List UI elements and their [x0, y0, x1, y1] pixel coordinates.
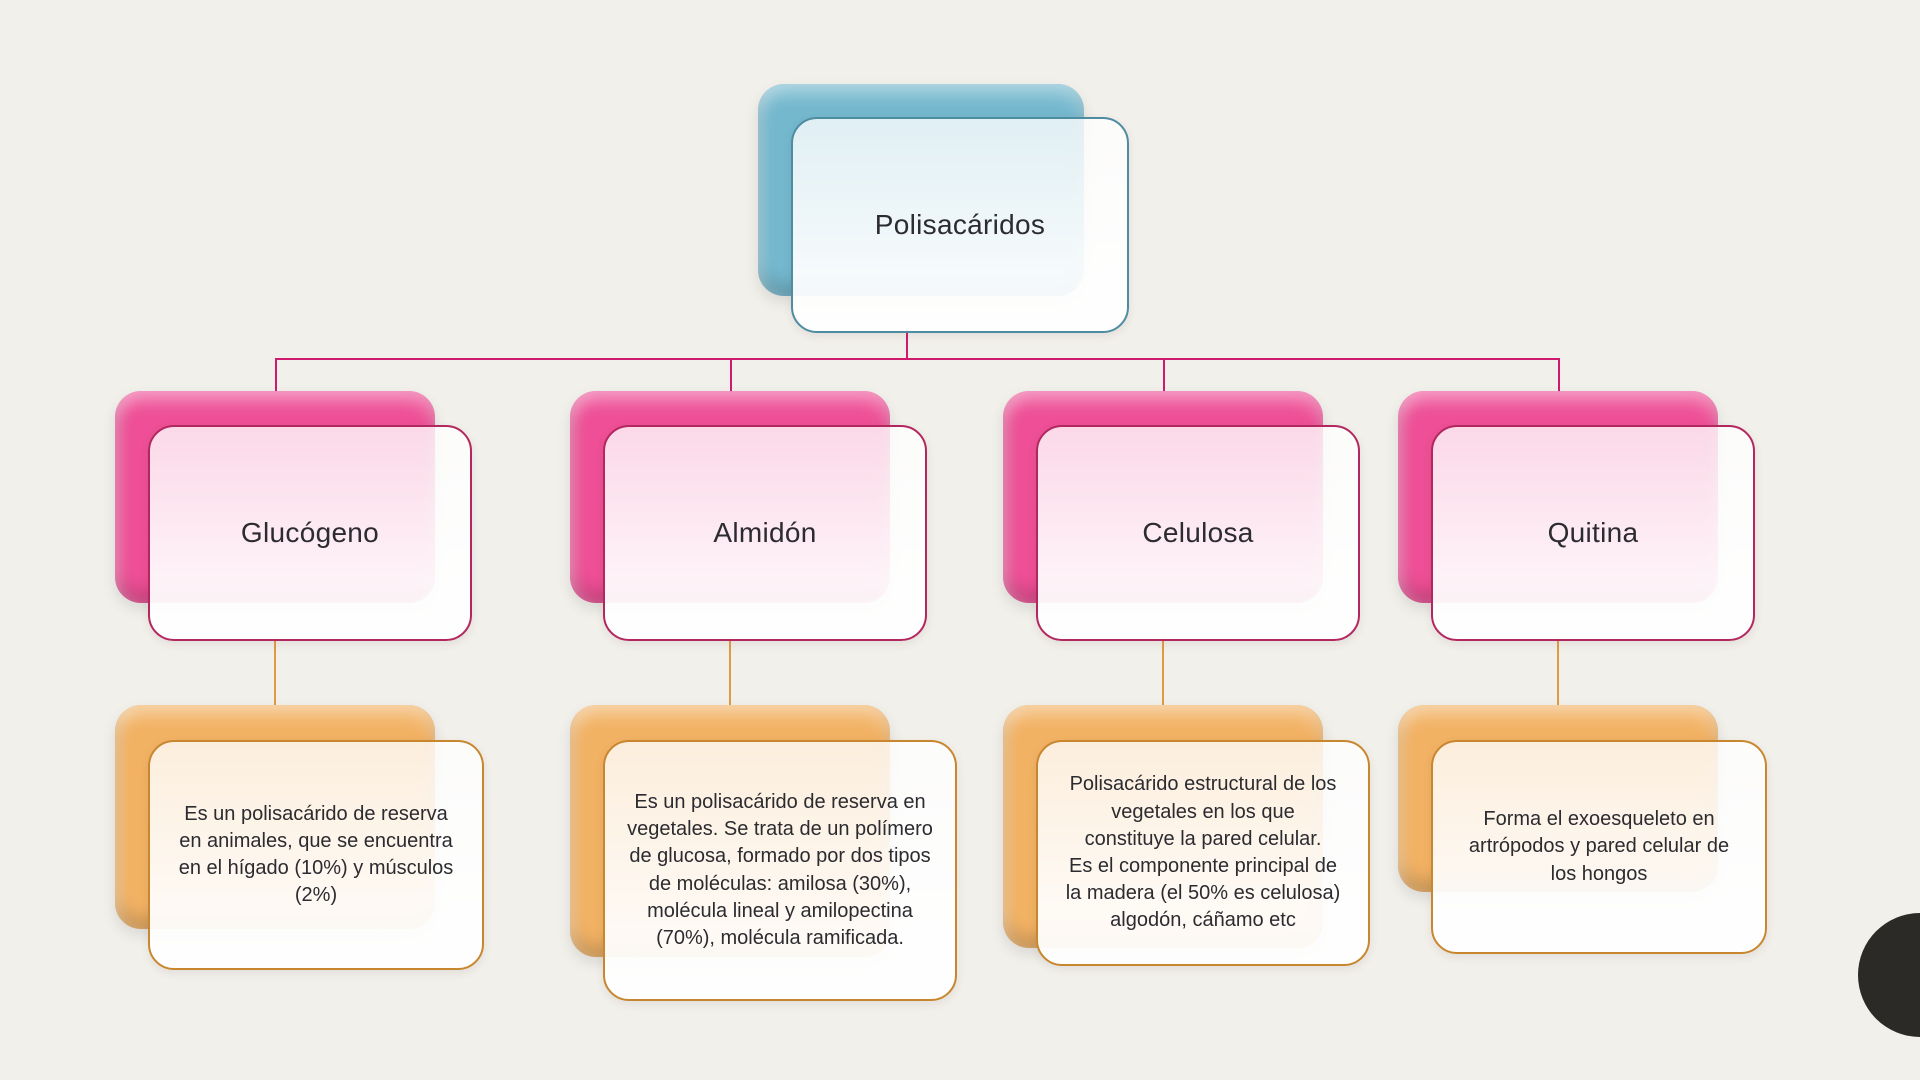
description-quitina: Forma el exoesqueleto en artrópodos y pa…: [1468, 808, 1730, 885]
connector-desc-celulosa: [1162, 637, 1164, 707]
node-desc-celulosa-card: Polisacárido estructural de los vegetale…: [1036, 740, 1370, 966]
connector-desc-almidon: [729, 637, 731, 707]
node-polisacaridos: Polisacáridos: [758, 84, 1129, 333]
description-celulosa: Polisacárido estructural de los vegetale…: [1065, 773, 1341, 932]
description-almidon: Es un polisacárido de reserva en vegetal…: [627, 790, 933, 949]
node-glucogeno-card: Glucógeno: [148, 425, 472, 641]
node-desc-quitina-card: Forma el exoesqueleto en artrópodos y pa…: [1431, 740, 1767, 954]
branch-label-glucogeno: Glucógeno: [240, 517, 380, 548]
node-quitina-card: Quitina: [1431, 425, 1755, 641]
node-celulosa-card: Celulosa: [1036, 425, 1360, 641]
node-quitina: Quitina: [1398, 391, 1755, 641]
node-desc-almidon: Es un polisacárido de reserva en vegetal…: [570, 705, 957, 1001]
connector-root-stem: [906, 329, 908, 360]
connector-drop-glucogeno: [275, 358, 277, 394]
connector-drop-almidon: [730, 358, 732, 394]
connector-desc-quitina: [1557, 637, 1559, 707]
connector-desc-glucogeno: [274, 637, 276, 707]
connector-branch-rail: [275, 358, 1560, 360]
node-desc-glucogeno: Es un polisacárido de reserva en animale…: [115, 705, 484, 970]
connector-drop-quitina: [1558, 358, 1560, 394]
branch-label-celulosa: Celulosa: [1142, 517, 1254, 548]
node-almidon: Almidón: [570, 391, 927, 641]
node-polisacaridos-card: Polisacáridos: [791, 117, 1129, 333]
description-glucogeno: Es un polisacárido de reserva en animale…: [178, 802, 454, 907]
node-desc-celulosa: Polisacárido estructural de los vegetale…: [1003, 705, 1370, 966]
node-desc-almidon-card: Es un polisacárido de reserva en vegetal…: [603, 740, 957, 1001]
node-glucogeno: Glucógeno: [115, 391, 472, 641]
root-label: Polisacáridos: [874, 209, 1046, 240]
node-desc-quitina: Forma el exoesqueleto en artrópodos y pa…: [1398, 705, 1767, 954]
node-celulosa: Celulosa: [1003, 391, 1360, 641]
branch-label-quitina: Quitina: [1547, 517, 1639, 548]
node-almidon-card: Almidón: [603, 425, 927, 641]
connector-drop-celulosa: [1163, 358, 1165, 394]
node-desc-glucogeno-card: Es un polisacárido de reserva en animale…: [148, 740, 484, 970]
branch-label-almidon: Almidón: [713, 517, 817, 548]
webcam-bubble-circle: [1858, 913, 1920, 1037]
